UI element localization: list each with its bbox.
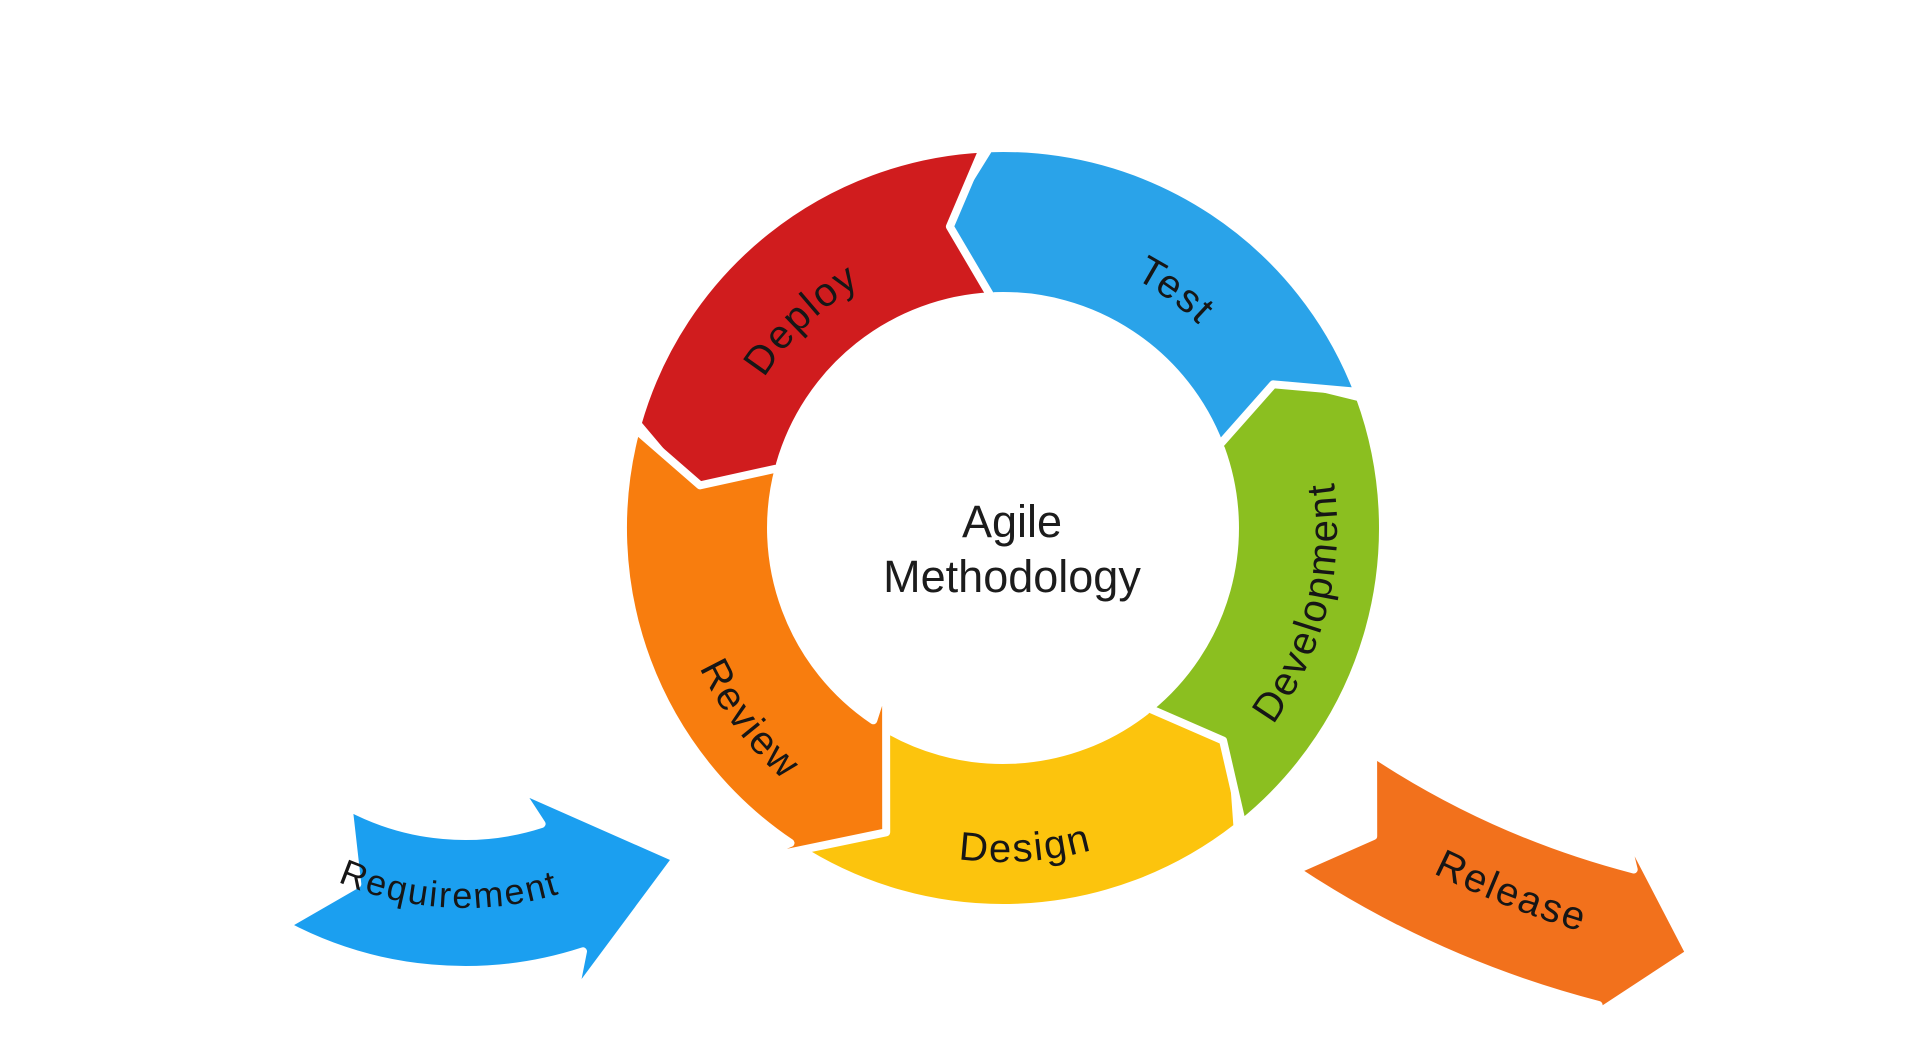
cycle-arrows: [281, 104, 1694, 1041]
release-arrow: [1291, 749, 1694, 1041]
requirement-arrow: [281, 784, 681, 1000]
diagram-title: Agile Methodology: [883, 496, 1141, 602]
test-arrow: [939, 104, 1362, 449]
development-arrow: [1145, 372, 1410, 828]
review-arrow: [618, 425, 891, 866]
diagram-title-line2: Methodology: [883, 551, 1141, 602]
diagram-title-line1: Agile: [962, 496, 1062, 547]
deploy-arrow: [603, 144, 995, 494]
design-arrow: [792, 682, 1245, 912]
